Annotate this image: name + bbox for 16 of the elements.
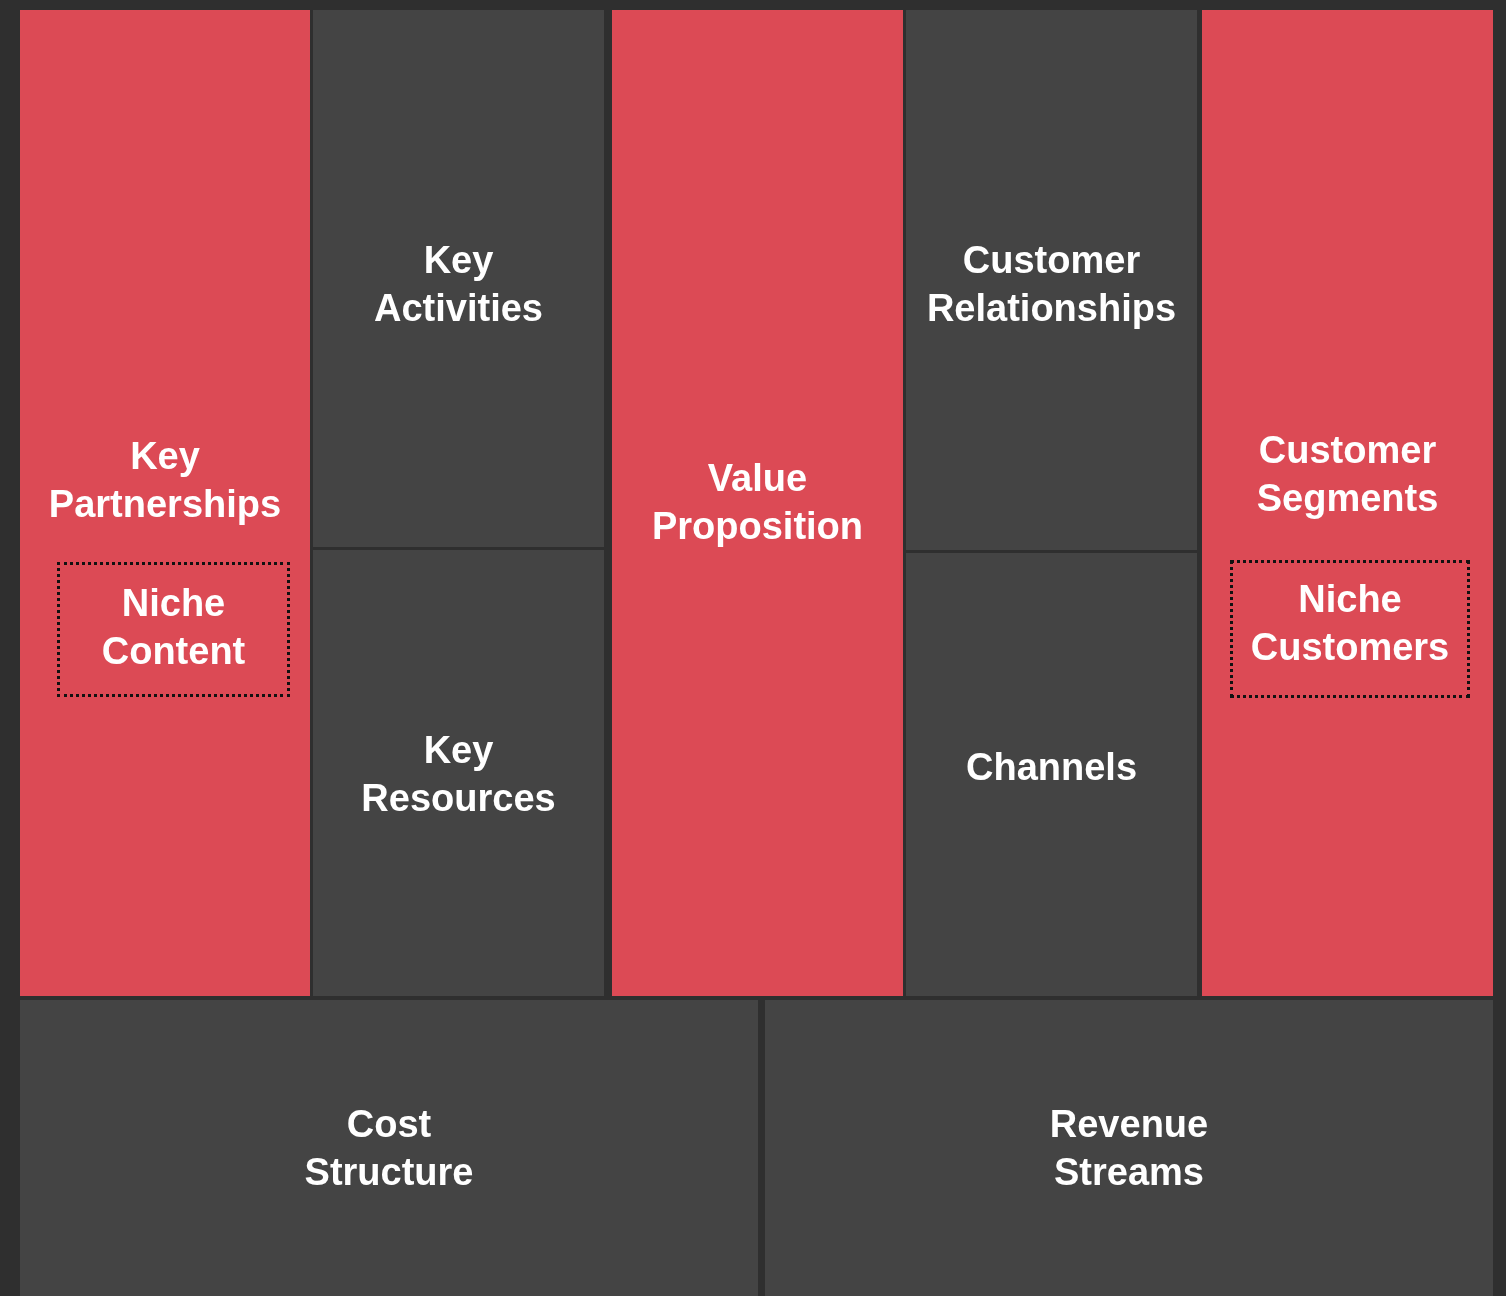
block-title: Cost Structure (303, 1102, 475, 1195)
canvas-block (20, 10, 310, 996)
block-title: Channels (966, 745, 1137, 790)
block-title: Revenue Streams (1048, 1102, 1210, 1195)
block-title: Key Activities (373, 238, 544, 331)
block-title: Value Proposition (650, 456, 865, 549)
block-title: Key Resources (360, 728, 557, 821)
block-title: Niche Content (100, 581, 247, 674)
block-title: Customer Relationships (925, 238, 1178, 331)
canvas-block (612, 10, 903, 996)
dotted-box (57, 562, 290, 697)
block-title: Key Partnerships (47, 434, 283, 527)
block-title: Niche Customers (1249, 577, 1451, 670)
block-title: Customer Segments (1255, 428, 1440, 521)
canvas-block (1202, 10, 1493, 996)
dotted-box (1230, 560, 1470, 698)
